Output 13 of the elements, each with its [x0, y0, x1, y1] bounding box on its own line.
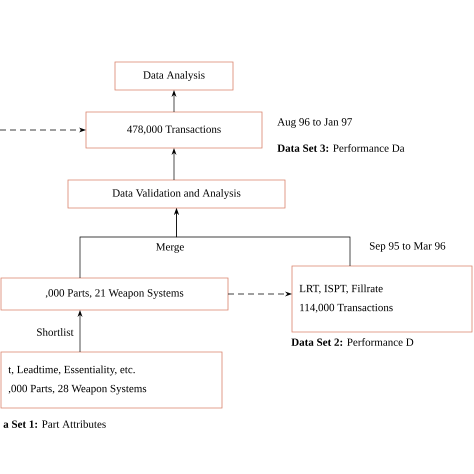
process-box: Data Validation and Analysis: [68, 180, 286, 208]
date-range: Sep 95 to Mar 96: [370, 242, 446, 252]
date-range: Data Set 3: Performance Da: [277, 144, 404, 152]
process-box: LRT, ISPT, Fillrate 114,000 Transactions: [292, 266, 472, 332]
process-box: t, Leadtime, Essentiality, etc. ,000 Parts, 28 Weapon Systems: [0, 352, 222, 408]
date-range: Data Set 2: Performance D: [291, 338, 414, 346]
date-range: a Set 1: Part Attributes: [4, 420, 106, 428]
process-box: ,000 Parts, 21 Weapon Systems: [0, 278, 228, 310]
date-range: Aug 96 to Jan 97: [277, 118, 352, 128]
process-box: Data Analysis: [114, 62, 234, 90]
process-box: 478,000 Transactions: [86, 112, 262, 148]
edge-label: Shortlist: [37, 328, 74, 336]
edge-label: Merge: [156, 243, 184, 253]
